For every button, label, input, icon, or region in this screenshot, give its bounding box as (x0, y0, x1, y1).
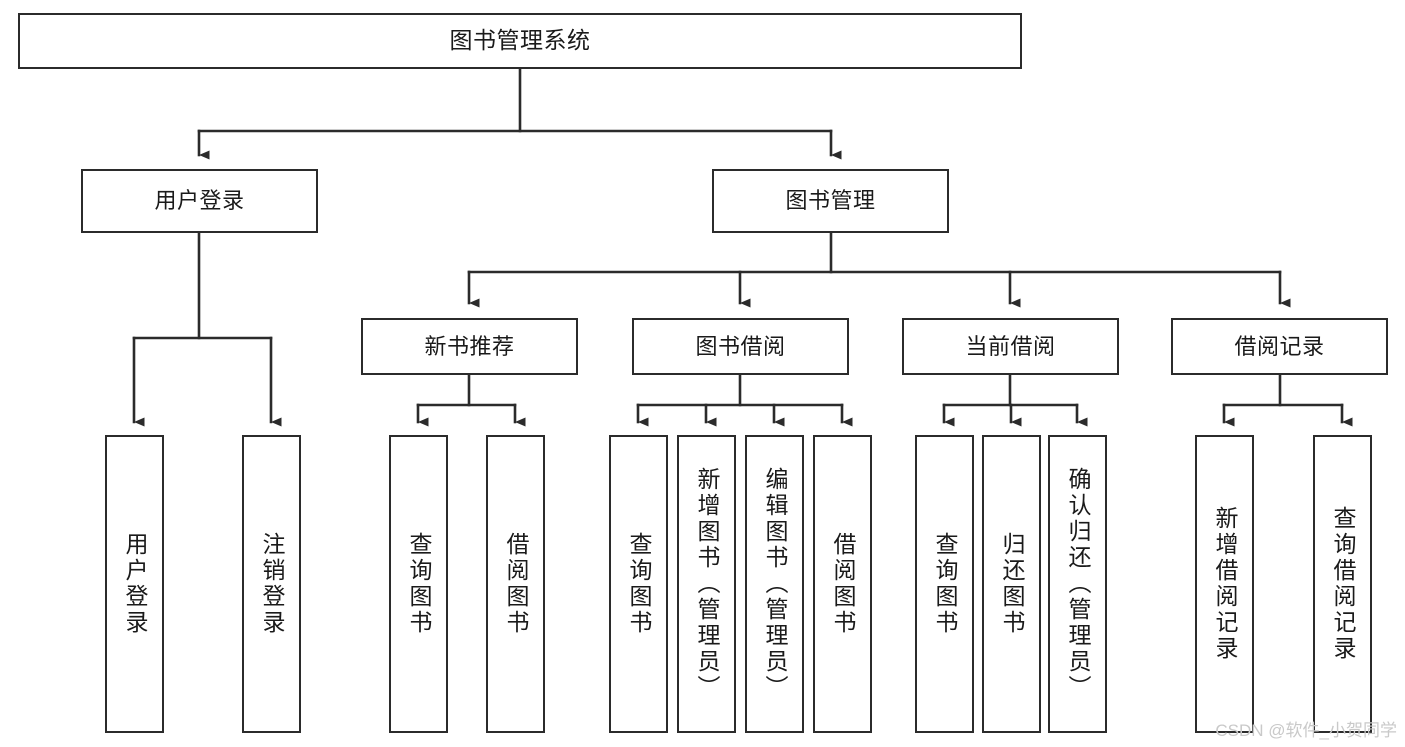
node-label: 借阅图书 (830, 532, 856, 636)
leaf-user-login-logout[interactable]: 注销登录 (242, 435, 301, 733)
leaf-current-borrow-query[interactable]: 查询图书 (915, 435, 974, 733)
node-label: 图书管理系统 (449, 27, 591, 54)
leaf-current-borrow-confirm-admin[interactable]: 确认归还（管理员） (1048, 435, 1107, 733)
leaf-book-borrow-add-admin[interactable]: 新增图书（管理员） (677, 435, 736, 733)
node-label: 借阅记录 (1234, 333, 1325, 359)
node-label: 注销登录 (259, 532, 285, 636)
node-label: 图书借阅 (695, 333, 786, 359)
node-label: 编辑图书（管理员） (762, 467, 788, 701)
node-label: 查询图书 (626, 532, 652, 636)
leaf-book-borrow-edit-admin[interactable]: 编辑图书（管理员） (745, 435, 804, 733)
leaf-current-borrow-return[interactable]: 归还图书 (982, 435, 1041, 733)
node-user-login[interactable]: 用户登录 (81, 169, 318, 233)
node-label: 查询借阅记录 (1330, 506, 1356, 662)
node-root-book-management-system[interactable]: 图书管理系统 (18, 13, 1022, 69)
node-book-borrow[interactable]: 图书借阅 (632, 318, 849, 375)
node-borrow-record[interactable]: 借阅记录 (1171, 318, 1388, 375)
leaf-book-borrow-query[interactable]: 查询图书 (609, 435, 668, 733)
leaf-new-book-borrow[interactable]: 借阅图书 (486, 435, 545, 733)
node-label: 用户登录 (154, 188, 245, 214)
node-label: 新书推荐 (424, 333, 515, 359)
leaf-new-book-query[interactable]: 查询图书 (389, 435, 448, 733)
node-label: 新增借阅记录 (1212, 506, 1238, 662)
node-label: 用户登录 (122, 532, 148, 636)
node-label: 查询图书 (406, 532, 432, 636)
node-label: 确认归还（管理员） (1065, 467, 1091, 701)
csdn-watermark: CSDN @软件_小贺同学 (1215, 721, 1397, 740)
node-book-management[interactable]: 图书管理 (712, 169, 949, 233)
leaf-borrow-record-add[interactable]: 新增借阅记录 (1195, 435, 1254, 733)
leaf-book-borrow-borrow[interactable]: 借阅图书 (813, 435, 872, 733)
leaf-borrow-record-query[interactable]: 查询借阅记录 (1313, 435, 1372, 733)
node-label: 借阅图书 (503, 532, 529, 636)
node-new-book-recommend[interactable]: 新书推荐 (361, 318, 578, 375)
leaf-user-login-login[interactable]: 用户登录 (105, 435, 164, 733)
node-label: 归还图书 (999, 532, 1025, 636)
node-label: 查询图书 (932, 532, 958, 636)
node-label: 当前借阅 (965, 333, 1056, 359)
node-label: 图书管理 (785, 188, 876, 214)
node-current-borrow[interactable]: 当前借阅 (902, 318, 1119, 375)
node-label: 新增图书（管理员） (694, 467, 720, 701)
